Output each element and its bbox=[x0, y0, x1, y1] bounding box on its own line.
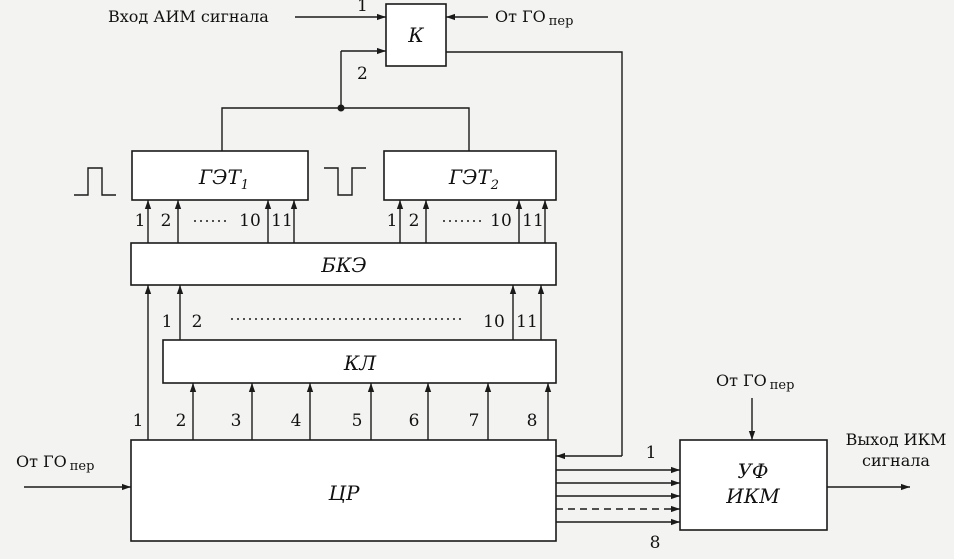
get2-bit-label: 2 bbox=[409, 211, 420, 231]
kl-bit-label: 10 bbox=[483, 312, 505, 332]
positive-pulse-icon bbox=[74, 167, 116, 196]
get2-label: ГЭТ2 bbox=[448, 165, 499, 193]
comparator-block bbox=[385, 3, 447, 67]
get2-bit-label: 10 bbox=[490, 211, 512, 231]
k-feedback-line bbox=[446, 51, 623, 456]
kl-bit-label: 11 bbox=[516, 312, 538, 332]
cr-bit-label: 2 bbox=[176, 411, 187, 431]
cr-uf-last-label: 8 bbox=[650, 533, 661, 553]
cr-uf-first-label: 1 bbox=[646, 443, 657, 463]
k-input-1-label: 1 bbox=[357, 0, 368, 16]
cr-bit-label: 3 bbox=[231, 411, 242, 431]
cr-bit-label: 8 bbox=[527, 411, 538, 431]
kl-block bbox=[162, 339, 557, 384]
bke-block bbox=[130, 242, 557, 286]
get1-bit-label: 11 bbox=[271, 211, 293, 231]
get2-bit-label: 11 bbox=[522, 211, 544, 231]
comparator-label: К bbox=[407, 23, 424, 47]
kl-bit-label: 2 bbox=[192, 312, 203, 332]
negative-pulse-icon bbox=[324, 167, 366, 196]
get1-bit-label: 2 bbox=[161, 211, 172, 231]
uf-label: УФ bbox=[737, 459, 768, 483]
cr-bit-label: 7 bbox=[469, 411, 480, 431]
junction-dot bbox=[337, 104, 345, 112]
get1-label: ГЭТ1 bbox=[198, 165, 249, 193]
get2-bit-label: 1 bbox=[387, 211, 398, 231]
cr-label: ЦР bbox=[328, 481, 360, 505]
get-join-line bbox=[221, 107, 470, 151]
cr-bit-label: 1 bbox=[133, 411, 144, 431]
get1-block bbox=[131, 150, 309, 201]
cr-bit-label: 6 bbox=[409, 411, 420, 431]
cr-bit-label: 5 bbox=[352, 411, 363, 431]
kl-bit-label: 1 bbox=[162, 312, 173, 332]
ikm-output-label-2: сигнала bbox=[862, 451, 930, 470]
ikm-label: ИКМ bbox=[725, 484, 780, 508]
uf-ikm-block bbox=[679, 439, 828, 531]
bke-label: БКЭ bbox=[320, 253, 366, 277]
cr-block bbox=[130, 439, 557, 542]
ikm-output-label-1: Выход ИКМ bbox=[846, 430, 947, 449]
get1-bit-label: 1 bbox=[135, 211, 146, 231]
k-input-2-label: 2 bbox=[357, 64, 368, 84]
cr-bit-label: 4 bbox=[291, 411, 302, 431]
get2-block bbox=[383, 150, 557, 201]
aim-input-label: Вход АИМ сигнала bbox=[108, 7, 269, 26]
get1-bit-label: 10 bbox=[239, 211, 261, 231]
kl-label: КЛ bbox=[343, 351, 377, 375]
